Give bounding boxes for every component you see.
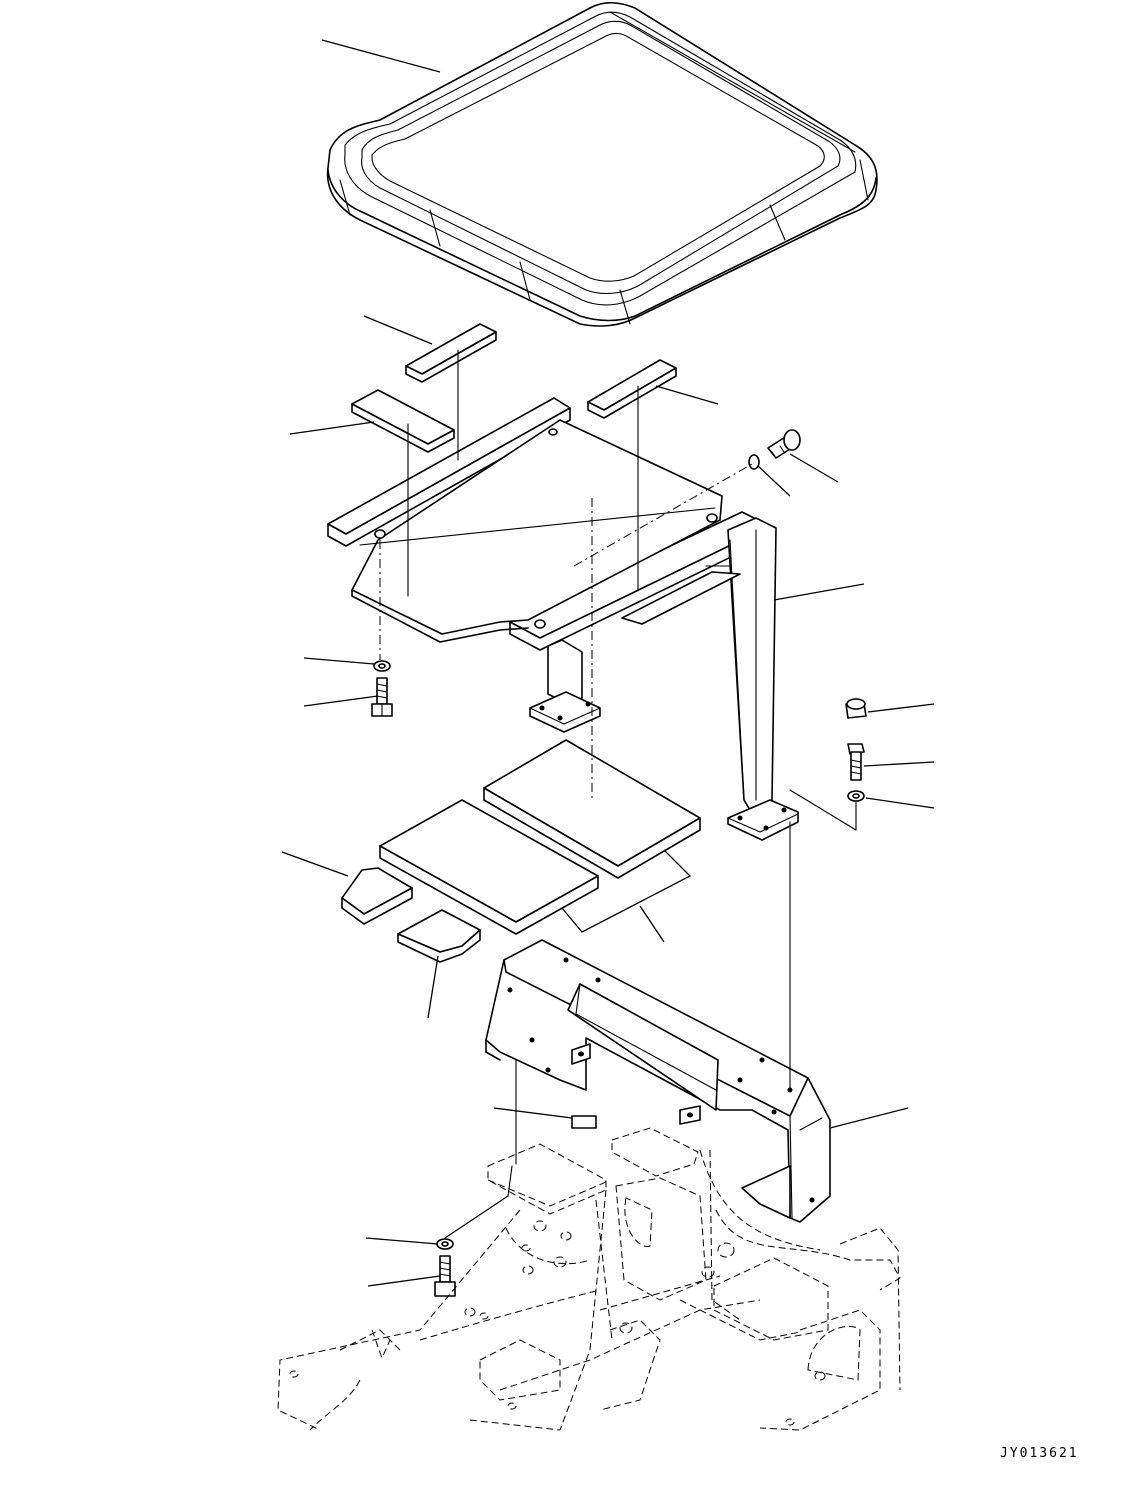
callout-leaders: [282, 40, 934, 1286]
revolving-frame-phantom: [278, 1128, 900, 1430]
seat-support-frame: [328, 398, 798, 840]
assembly-center-lines: [380, 350, 856, 1238]
drawing-number: JY013621: [1000, 1446, 1079, 1461]
seat-pads-lower: [342, 740, 700, 962]
upper-fasteners: [749, 430, 800, 469]
left-fasteners: [372, 661, 392, 716]
seat-bracket: [486, 940, 830, 1222]
seat-pads-upper: [352, 324, 676, 452]
seat-cushion: [328, 3, 877, 326]
lower-fasteners: [435, 1239, 455, 1296]
right-fasteners: [846, 699, 866, 801]
